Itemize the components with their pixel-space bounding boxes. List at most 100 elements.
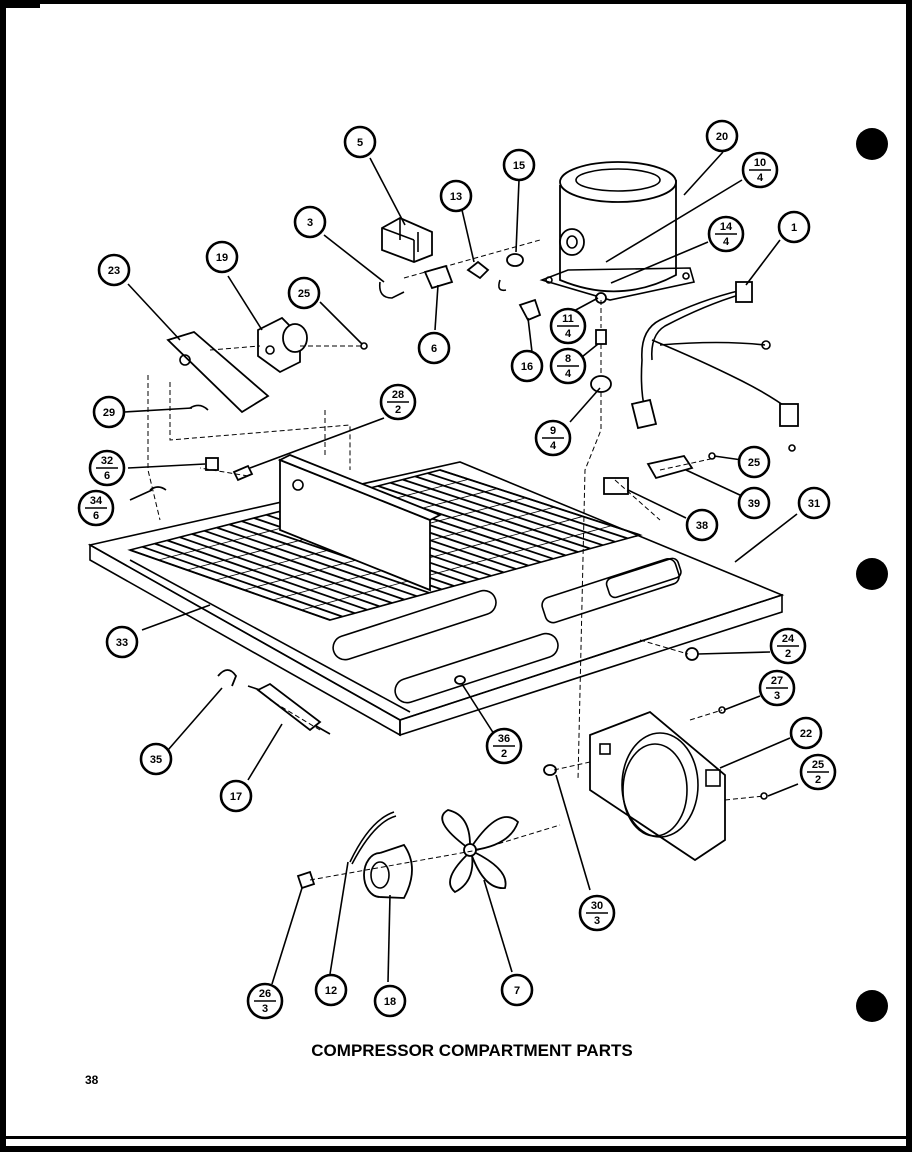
terminal-cover-drawing — [423, 264, 454, 290]
callout-circle — [205, 240, 239, 274]
filter-drier-drawing — [247, 682, 331, 735]
callout-39: 39 — [737, 486, 771, 520]
callout-28-2: 282 — [379, 383, 417, 421]
callout-22: 22 — [789, 716, 823, 750]
coil-wire — [301, 525, 612, 611]
callout-part-number: 1 — [791, 222, 797, 234]
callout-11-4: 114 — [549, 307, 587, 345]
callout-13: 13 — [439, 179, 473, 213]
callout-circle — [789, 716, 823, 750]
callout-15: 15 — [502, 148, 536, 182]
callout-23: 23 — [97, 253, 131, 287]
callout-25-2: 252 — [799, 753, 837, 791]
callout-part-number: 36 — [498, 733, 510, 745]
timer-bracket-drawing — [166, 330, 270, 414]
binder-hole-middle — [856, 558, 888, 590]
callout-31: 31 — [797, 486, 831, 520]
callout-12: 12 — [314, 973, 348, 1007]
callout-part-number: 19 — [216, 252, 228, 264]
callout-part-number: 39 — [748, 498, 760, 510]
callout-20: 20 — [705, 119, 739, 153]
coil-tube — [204, 529, 405, 601]
callout-circle — [439, 179, 473, 213]
coil-tube — [129, 549, 331, 621]
callout-1: 1 — [777, 210, 811, 244]
callout-part-number: 14 — [720, 221, 733, 233]
callout-quantity: 4 — [723, 236, 730, 248]
coil-tube — [390, 481, 591, 550]
callout-circle — [139, 742, 173, 776]
callout-26-3: 263 — [246, 982, 284, 1020]
callout-circle — [287, 276, 321, 310]
callout-part-number: 17 — [230, 791, 242, 803]
coil-tube — [427, 472, 628, 540]
callout-32-6: 326 — [88, 449, 126, 487]
callout-part-number: 29 — [103, 407, 115, 419]
callout-part-number: 24 — [782, 633, 795, 645]
callout-34-6: 346 — [77, 489, 115, 527]
callout-part-number: 18 — [384, 996, 396, 1008]
callout-part-number: 38 — [696, 520, 708, 532]
callout-circle — [293, 205, 327, 239]
callout-quantity: 3 — [262, 1003, 268, 1015]
callout-quantity: 4 — [565, 328, 572, 340]
sleeve-drawing — [595, 329, 607, 345]
callout-35: 35 — [139, 742, 173, 776]
callout-quantity: 4 — [550, 440, 557, 452]
callout-quantity: 2 — [785, 648, 791, 660]
coil-tube — [142, 545, 343, 618]
callout-9-4: 94 — [534, 419, 572, 457]
base-pan-drawing — [87, 461, 785, 737]
callout-14-4: 144 — [707, 215, 745, 253]
callout-part-number: 33 — [116, 637, 128, 649]
diagram-title: COMPRESSOR COMPARTMENT PARTS — [311, 1041, 632, 1060]
callout-25: 25 — [737, 445, 771, 479]
assembly-dashed-lines — [147, 239, 765, 881]
coil-tube — [377, 485, 579, 553]
callout-30-3: 303 — [578, 894, 616, 932]
binder-hole-top — [856, 128, 888, 160]
callout-17: 17 — [219, 779, 253, 813]
callout-part-number: 26 — [259, 988, 271, 1000]
callout-circle — [373, 984, 407, 1018]
callout-part-number: 9 — [550, 425, 556, 437]
callout-part-number: 25 — [812, 759, 824, 771]
callout-circle — [97, 253, 131, 287]
callout-part-number: 13 — [450, 191, 462, 203]
callout-part-number: 35 — [150, 754, 162, 766]
switch-drawing — [646, 454, 694, 480]
coil-tube — [216, 526, 418, 598]
callout-quantity: 3 — [594, 915, 600, 927]
callout-part-number: 27 — [771, 675, 783, 687]
coil-tube — [228, 523, 430, 594]
fan-motor-drawing — [363, 843, 413, 899]
callout-38: 38 — [685, 508, 719, 542]
coil-wire — [329, 534, 641, 621]
defrost-timer-drawing — [257, 316, 308, 374]
coil-tube — [439, 469, 641, 536]
partition-panel-drawing — [277, 454, 443, 592]
callout-quantity: 2 — [815, 774, 821, 786]
callout-part-number: 25 — [748, 457, 760, 469]
callout-circle — [92, 395, 126, 429]
callout-16: 16 — [510, 349, 544, 383]
overload-protector-drawing — [466, 260, 490, 280]
callout-quantity: 2 — [395, 404, 401, 416]
callout-part-number: 15 — [513, 160, 525, 172]
coil-tube — [154, 542, 356, 615]
callout-circle — [343, 125, 377, 159]
page-number: 38 — [85, 1073, 99, 1087]
leader-lines — [123, 151, 799, 985]
callout-circle — [737, 486, 771, 520]
coil-tube — [402, 478, 604, 547]
callout-36-2: 362 — [485, 727, 523, 765]
callout-29: 29 — [92, 395, 126, 429]
callout-part-number: 25 — [298, 288, 310, 300]
callout-circle — [314, 973, 348, 1007]
callout-quantity: 6 — [93, 510, 99, 522]
coil-tube — [166, 539, 368, 611]
relay-drawing — [381, 216, 433, 263]
